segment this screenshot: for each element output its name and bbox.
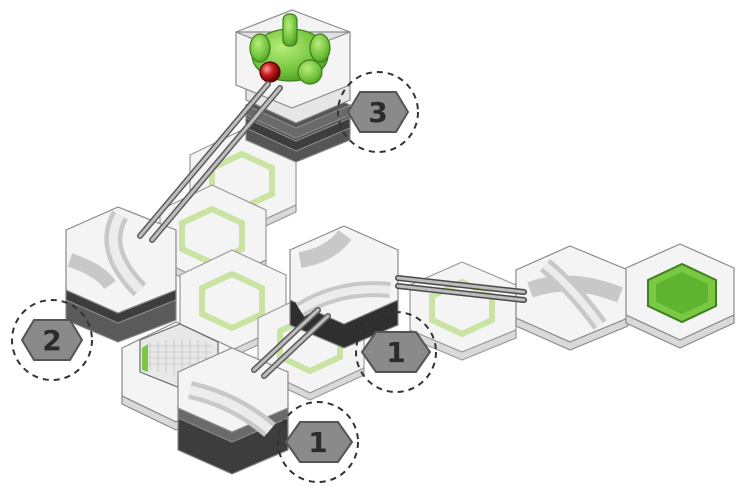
marble-ball bbox=[260, 62, 280, 82]
badge-1b-label: 1 bbox=[308, 426, 327, 459]
badge-3-label: 3 bbox=[368, 96, 387, 129]
tower-3 bbox=[236, 10, 350, 162]
badge-2-label: 2 bbox=[42, 324, 61, 357]
badge-1b: 1 bbox=[278, 402, 358, 482]
badge-1a-label: 1 bbox=[386, 336, 405, 369]
tower-1-middle bbox=[290, 226, 398, 348]
goal-tile bbox=[626, 244, 734, 348]
switch-tile bbox=[516, 246, 628, 350]
